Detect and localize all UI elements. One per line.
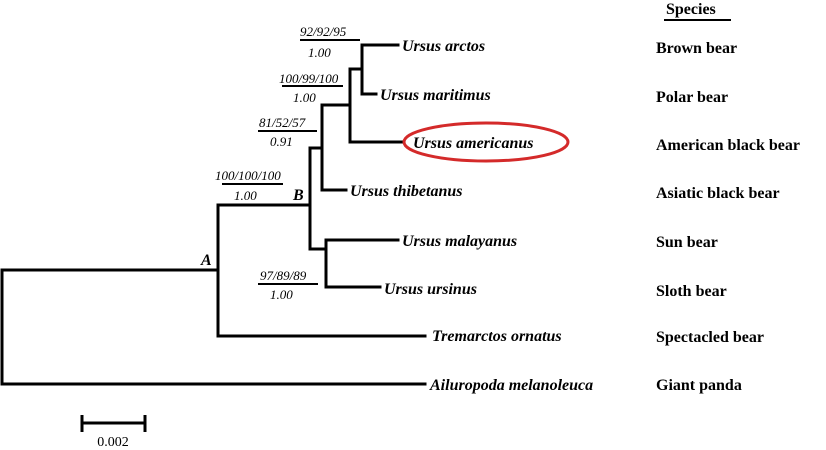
common-name: Spectacled bear	[656, 329, 764, 346]
species-column-header: Species	[666, 1, 716, 18]
common-name: Polar bear	[656, 89, 728, 106]
taxon-label: Ursus malayanus	[402, 233, 517, 250]
bootstrap-value: 81/52/57	[259, 115, 306, 130]
posterior-value: 1.00	[308, 45, 331, 60]
taxon-label: Ursus arctos	[402, 38, 485, 55]
taxon-label: Ursus thibetanus	[350, 183, 463, 200]
node-label-b: B	[292, 187, 304, 204]
taxon-label: Ursus maritimus	[380, 87, 491, 104]
common-name: Sloth bear	[656, 283, 727, 300]
common-name: Asiatic black bear	[656, 185, 780, 202]
scale-bar-label: 0.002	[97, 435, 129, 450]
bootstrap-value: 97/89/89	[260, 268, 307, 283]
posterior-value: 1.00	[293, 90, 316, 105]
posterior-value: 0.91	[270, 134, 293, 149]
taxon-label: Ailuropoda melanoleuca	[429, 377, 593, 394]
bootstrap-value: 100/100/100	[215, 168, 281, 183]
common-name: Brown bear	[656, 40, 737, 57]
bootstrap-value: 92/92/95	[300, 24, 347, 39]
posterior-value: 1.00	[270, 287, 293, 302]
taxon-label: Ursus ursinus	[384, 281, 477, 298]
tree-branches	[0, 43, 427, 386]
node-label-a: A	[200, 252, 212, 269]
taxon-label: Tremarctos ornatus	[432, 328, 562, 345]
posterior-value: 1.00	[234, 188, 257, 203]
highlight-ellipse	[402, 121, 570, 163]
bootstrap-value: 100/99/100	[279, 71, 339, 86]
common-name: Giant panda	[656, 377, 742, 394]
common-name: American black bear	[656, 137, 800, 154]
taxon-label-highlighted: Ursus americanus	[413, 135, 533, 152]
common-name: Sun bear	[656, 234, 718, 251]
scale-bar	[80, 415, 147, 432]
